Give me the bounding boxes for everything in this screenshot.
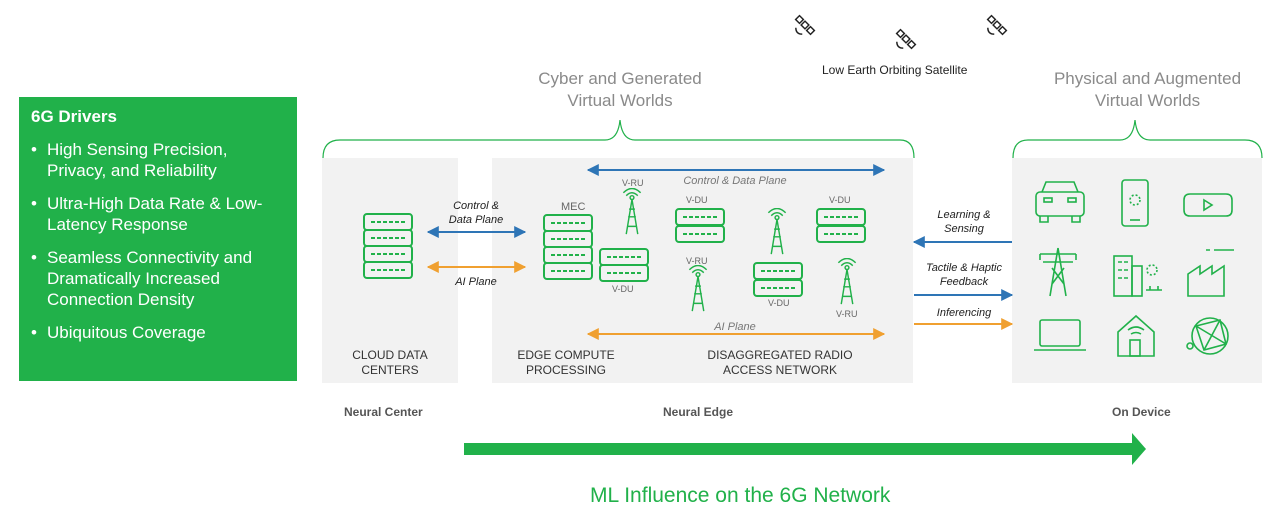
ml-arrow-shaft xyxy=(464,443,1134,455)
vdu-label: V-DU xyxy=(829,195,851,205)
power-tower-icon xyxy=(1039,247,1077,297)
laptop-icon xyxy=(1034,319,1086,351)
vdu-label: V-DU xyxy=(686,195,708,205)
left-header: Cyber and Generated Virtual Worlds xyxy=(490,68,750,112)
left-header-line2: Virtual Worlds xyxy=(567,91,673,110)
driver-item: Ubiquitous Coverage xyxy=(31,322,285,343)
on-device-label: On Device xyxy=(1112,405,1171,419)
smart-building-icon xyxy=(1113,255,1162,297)
learning-label: Learning & Sensing xyxy=(918,208,1010,236)
ai-plane-label: AI Plane xyxy=(455,276,497,288)
vdu-label: V-DU xyxy=(612,284,634,294)
satellite-icon xyxy=(986,14,1008,36)
edge-label-line2: PROCESSING xyxy=(525,363,606,377)
satellite-icon xyxy=(895,28,917,50)
mec-label: MEC xyxy=(561,201,586,213)
inferencing-label: Inferencing xyxy=(936,307,992,319)
ml-arrow-head xyxy=(1132,433,1146,465)
edge-label-line1: EDGE COMPUTE xyxy=(517,348,615,362)
drivers-box: 6G Drivers High Sensing Precision, Priva… xyxy=(19,97,297,381)
cloud-label: CLOUD DATA CENTERS xyxy=(330,348,450,378)
cloud-label-line1: CLOUD DATA xyxy=(352,348,428,362)
left-header-line1: Cyber and Generated xyxy=(538,69,702,88)
smart-home-icon xyxy=(1117,314,1155,357)
right-header: Physical and Augmented Virtual Worlds xyxy=(1020,68,1265,112)
driver-item: Ultra-High Data Rate & Low- Latency Resp… xyxy=(31,193,285,235)
vdu-label: V-DU xyxy=(768,298,790,308)
vru-label: V-RU xyxy=(622,178,644,188)
driver-item: Seamless Connectivity and Dramatically I… xyxy=(31,247,285,310)
network-globe-icon xyxy=(1186,317,1229,355)
edge-panel xyxy=(492,158,913,383)
neural-center-label: Neural Center xyxy=(344,405,423,419)
factory-icon xyxy=(1187,249,1234,297)
vru-label: V-RU xyxy=(836,309,858,319)
ran-label-line1: DISAGGREGATED RADIO xyxy=(707,348,853,362)
vru-label: V-RU xyxy=(686,256,708,266)
left-brace xyxy=(322,119,915,159)
neural-edge-label: Neural Edge xyxy=(663,405,734,419)
satellite-label: Low Earth Orbiting Satellite xyxy=(822,63,968,77)
drivers-title: 6G Drivers xyxy=(31,107,117,126)
tactile-label: Tactile & Haptic Feedback xyxy=(914,261,1014,289)
tactile-line1: Tactile & Haptic xyxy=(925,262,1003,274)
control-plane-line2: Data Plane xyxy=(448,214,504,226)
right-header-line1: Physical and Augmented xyxy=(1053,69,1242,88)
edge-label: EDGE COMPUTE PROCESSING xyxy=(506,348,626,378)
driver-item: High Sensing Precision, Privacy, and Rel… xyxy=(31,139,285,181)
ran-label: DISAGGREGATED RADIO ACCESS NETWORK xyxy=(690,348,870,378)
right-header-line2: Virtual Worlds xyxy=(1094,91,1201,110)
phone-icon xyxy=(1121,179,1149,227)
learning-line2: Sensing xyxy=(944,223,984,235)
tactile-line2: Feedback xyxy=(939,276,989,288)
vr-headset-icon xyxy=(1183,193,1233,217)
control-data-plane-label: Control & Data Plane xyxy=(683,175,787,187)
control-plane-line1: Control & xyxy=(453,200,499,212)
ai-plane-bottom-label: AI Plane xyxy=(714,321,756,333)
drivers-list: High Sensing Precision, Privacy, and Rel… xyxy=(31,139,285,343)
cloud-label-line2: CENTERS xyxy=(361,363,419,377)
ml-title: ML Influence on the 6G Network xyxy=(590,484,891,507)
ran-label-line2: ACCESS NETWORK xyxy=(722,363,837,377)
car-icon xyxy=(1035,181,1085,223)
learning-line1: Learning & xyxy=(937,209,991,221)
satellite-icon xyxy=(794,14,816,36)
right-brace xyxy=(1012,119,1263,159)
control-plane-label: Control & Data Plane xyxy=(436,199,516,227)
